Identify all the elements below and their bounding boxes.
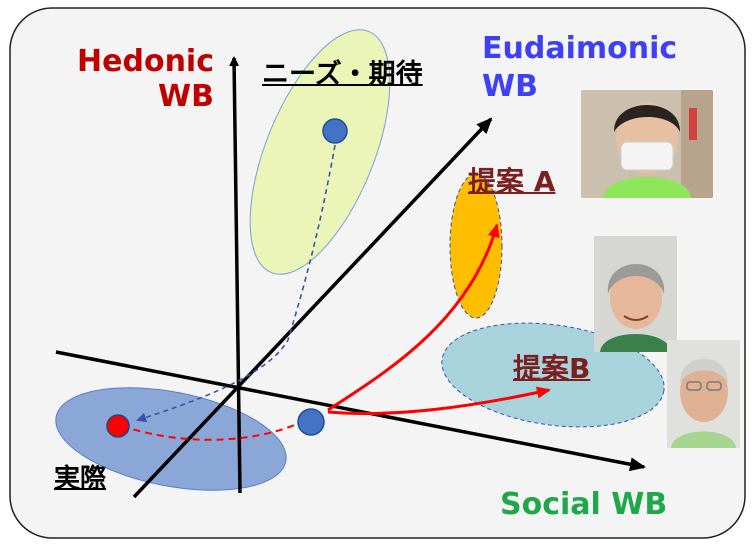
current-point xyxy=(297,408,325,436)
arrow-to-proposal-a xyxy=(327,223,500,412)
needs-point xyxy=(322,118,348,144)
eudaimonic-axis xyxy=(132,117,493,499)
person-photo-2 xyxy=(594,236,677,352)
needs-to-actual-arrow xyxy=(136,144,336,423)
actual-ellipse xyxy=(55,387,287,491)
actual-label: 実際 xyxy=(54,464,107,494)
eudaimonic-label-line2: WB xyxy=(482,69,538,104)
actual-point xyxy=(106,414,130,438)
needs-label: ニーズ・期待 xyxy=(262,59,423,90)
hedonic-axis xyxy=(229,56,242,494)
hedonic-label-line1: Hedonic xyxy=(77,44,214,79)
social-axis xyxy=(55,350,646,472)
social-axis-label: Social WB xyxy=(500,487,668,522)
needs-ellipse xyxy=(249,29,391,275)
eudaimonic-label-line1: Eudaimonic xyxy=(482,31,678,66)
person-photo-1 xyxy=(581,90,713,198)
hedonic-axis-label: Hedonic WB xyxy=(58,44,214,114)
proposal-a-ellipse xyxy=(449,173,503,319)
proposal-b-label: 提案B xyxy=(513,352,591,385)
eudaimonic-axis-label: Eudaimonic WB xyxy=(482,30,677,106)
person-photo-3 xyxy=(667,340,740,448)
hedonic-label-line2: WB xyxy=(158,79,214,114)
arrow-to-proposal-b xyxy=(327,386,551,415)
proposal-a-label: 提案 A xyxy=(468,165,556,198)
